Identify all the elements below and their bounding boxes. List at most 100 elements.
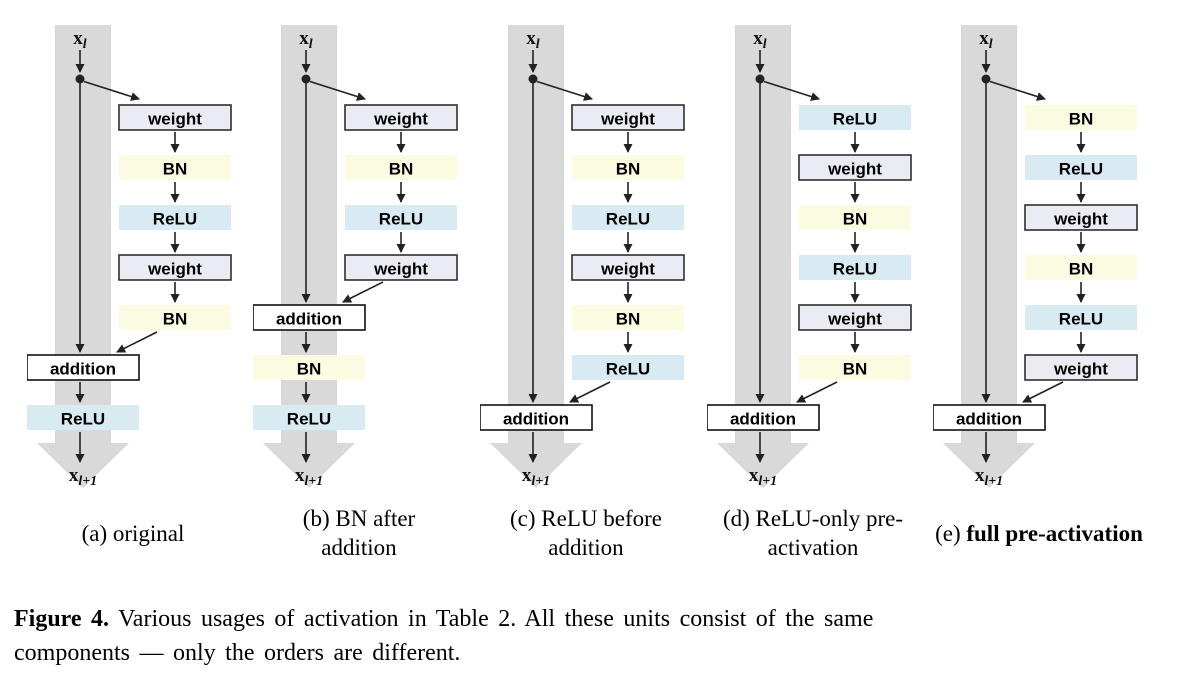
branch-arrow — [763, 80, 820, 101]
node-relu-label: ReLU — [833, 260, 877, 279]
caption-prefix: (d) — [722, 506, 750, 531]
input-label: xl — [299, 28, 313, 52]
node-weight-box — [344, 254, 458, 281]
node-bn-box — [119, 305, 231, 330]
merge-arrow — [569, 381, 611, 403]
node-addition-box — [26, 354, 140, 381]
node-bn-label: BN — [843, 210, 868, 229]
node-weight-box — [118, 254, 232, 281]
node-bn-label: BN — [297, 360, 322, 379]
diagram-a-caption: (a) original — [5, 500, 261, 566]
caption-label: original — [112, 520, 185, 546]
node-weight-label: weight — [373, 260, 428, 279]
caption-label: ReLU before addition — [541, 506, 662, 560]
node-weight-label: weight — [373, 110, 428, 129]
node-relu-box — [572, 205, 684, 230]
output-label: xl+1 — [522, 465, 550, 489]
node-relu-box — [345, 205, 457, 230]
diagram-d-caption-text: (d) ReLU-only pre-activation — [721, 504, 906, 562]
diagram-d-caption: (d) ReLU-only pre-activation — [685, 500, 941, 566]
output-arrowhead — [943, 443, 1035, 488]
branch-arrow — [83, 80, 140, 101]
caption-prefix: (b) — [302, 506, 330, 531]
output-label: xl+1 — [975, 465, 1003, 489]
node-weight-box — [344, 104, 458, 131]
figure-number: Figure 4. — [14, 606, 110, 632]
merge-arrow — [342, 281, 384, 303]
node-weight-label: weight — [147, 260, 202, 279]
node-relu-label: ReLU — [833, 110, 877, 129]
figure-caption-line-1: Figure 4. Various usages of activation i… — [14, 602, 1172, 636]
node-weight-box — [571, 254, 685, 281]
node-addition-box — [932, 404, 1046, 431]
node-relu-label: ReLU — [379, 210, 423, 229]
node-bn-label: BN — [163, 160, 188, 179]
node-bn-label: BN — [1069, 260, 1094, 279]
node-weight-label: weight — [147, 110, 202, 129]
diagram-e-caption-text: (e) full pre-activation — [935, 519, 1143, 548]
merge-arrow — [116, 331, 158, 353]
caption-prefix: (e) — [935, 520, 961, 546]
node-weight-label: weight — [827, 160, 882, 179]
node-weight-box — [798, 304, 912, 331]
input-label: xl — [753, 28, 767, 52]
node-bn-label: BN — [616, 160, 641, 179]
branch-arrow — [536, 80, 593, 101]
node-bn-box — [1025, 105, 1137, 130]
node-bn-label: BN — [1069, 110, 1094, 129]
node-bn-box — [345, 155, 457, 180]
node-weight-label: weight — [600, 260, 655, 279]
branch-arrow — [989, 80, 1046, 101]
node-relu-box — [1025, 155, 1137, 180]
node-weight-box — [1024, 204, 1138, 231]
diagram-a-caption-text: (a) original — [82, 519, 185, 548]
caption-label: BN after addition — [321, 506, 416, 560]
node-relu-box — [1025, 305, 1137, 330]
node-bn-label: BN — [616, 310, 641, 329]
shortcut-band — [735, 25, 791, 443]
output-arrowhead — [37, 443, 129, 488]
node-relu-box — [572, 355, 684, 380]
diagram-b-caption: (b) BN after addition — [231, 500, 487, 566]
output-label: xl+1 — [69, 465, 97, 489]
node-relu-label: ReLU — [1059, 160, 1103, 179]
diagram-e-caption: (e) full pre-activation — [911, 500, 1167, 566]
output-arrowhead — [490, 443, 582, 488]
figure-caption: Figure 4. Various usages of activation i… — [14, 602, 1172, 670]
node-bn-label: BN — [843, 360, 868, 379]
input-label: xl — [73, 28, 87, 52]
node-addition-label: addition — [730, 410, 796, 429]
diagram-c-caption-text: (c) ReLU before addition — [494, 504, 679, 562]
caption-prefix: (c) — [510, 506, 536, 531]
node-relu-label: ReLU — [61, 410, 105, 429]
node-addition-label: addition — [50, 360, 116, 379]
node-bn-box — [119, 155, 231, 180]
node-addition-label: addition — [956, 410, 1022, 429]
node-bn-box — [799, 205, 911, 230]
node-relu-box — [253, 405, 365, 430]
node-bn-box — [799, 355, 911, 380]
output-arrowhead — [263, 443, 355, 488]
diagram-b-caption-text: (b) BN after addition — [267, 504, 452, 562]
node-relu-label: ReLU — [606, 210, 650, 229]
node-relu-label: ReLU — [606, 360, 650, 379]
node-bn-label: BN — [163, 310, 188, 329]
merge-arrow — [1022, 381, 1064, 403]
shortcut-band — [508, 25, 564, 443]
figure-caption-text-1: Various usages of activation in Table 2.… — [118, 606, 874, 632]
node-relu-box — [799, 255, 911, 280]
node-bn-box — [572, 155, 684, 180]
node-relu-box — [119, 205, 231, 230]
node-addition-box — [706, 404, 820, 431]
node-weight-box — [1024, 354, 1138, 381]
node-relu-label: ReLU — [1059, 310, 1103, 329]
node-relu-label: ReLU — [287, 410, 331, 429]
node-relu-box — [27, 405, 139, 430]
node-addition-box — [479, 404, 593, 431]
